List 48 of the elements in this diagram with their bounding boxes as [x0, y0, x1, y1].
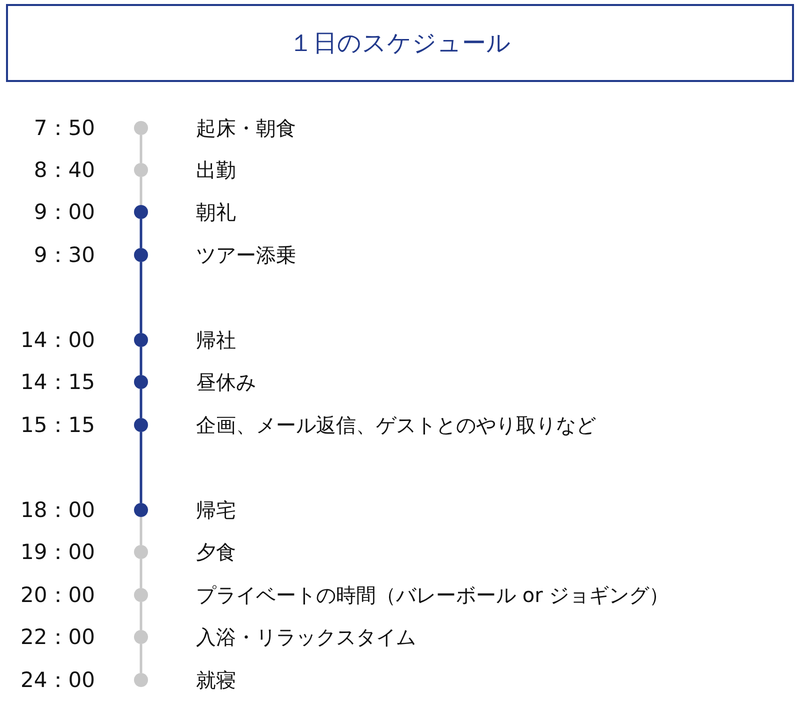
timeline-segment	[140, 135, 142, 163]
timeline-dot	[134, 333, 148, 347]
time-label: 24：00	[20, 668, 95, 692]
timeline-dot	[134, 545, 148, 559]
activity-label: 昼休み	[196, 370, 256, 394]
timeline-dot	[134, 418, 148, 432]
timeline-dot	[134, 163, 148, 177]
timeline-dot	[134, 673, 148, 687]
time-label: 14：15	[20, 370, 95, 394]
time-label: 18：00	[20, 498, 95, 522]
timeline-segment	[140, 219, 142, 248]
timeline-dot	[134, 205, 148, 219]
time-label: 22：00	[20, 625, 95, 649]
time-label: 9：30	[32, 243, 95, 267]
activity-label: 入浴・リラックスタイム	[196, 625, 416, 649]
activity-label: 出勤	[196, 158, 236, 182]
activity-label: 起床・朝食	[196, 116, 296, 140]
timeline-segment	[140, 602, 142, 630]
timeline-dot	[134, 248, 148, 262]
timeline-dot	[134, 630, 148, 644]
timeline-dot	[134, 503, 148, 517]
activity-label: ツアー添乗	[196, 243, 296, 267]
activity-label: 朝礼	[196, 200, 236, 224]
time-label: 8：40	[32, 158, 95, 182]
timeline-segment	[140, 389, 142, 418]
time-label: 14：00	[20, 328, 95, 352]
timeline-segment	[140, 262, 142, 333]
time-label: 9：00	[32, 200, 95, 224]
activity-label: 帰社	[196, 328, 236, 352]
time-label: 7：50	[32, 116, 95, 140]
activity-label: 夕食	[196, 540, 236, 564]
timeline-segment	[140, 559, 142, 588]
activity-label: 企画、メール返信、ゲストとのやり取りなど	[196, 413, 596, 437]
timeline-segment	[140, 644, 142, 673]
timeline-dot	[134, 588, 148, 602]
timeline-segment	[140, 517, 142, 545]
activity-label: 就寝	[196, 668, 236, 692]
time-label: 15：15	[20, 413, 95, 437]
timeline-segment	[140, 432, 142, 503]
activity-label: プライベートの時間（バレーボール or ジョギング）	[196, 583, 670, 607]
timeline-segment	[140, 347, 142, 375]
activity-label: 帰宅	[196, 498, 236, 522]
timeline-dot	[134, 375, 148, 389]
time-label: 20：00	[20, 583, 95, 607]
title-box: １日のスケジュール	[6, 4, 794, 82]
timeline-segment	[140, 177, 142, 205]
time-label: 19：00	[20, 540, 95, 564]
timeline-dot	[134, 121, 148, 135]
